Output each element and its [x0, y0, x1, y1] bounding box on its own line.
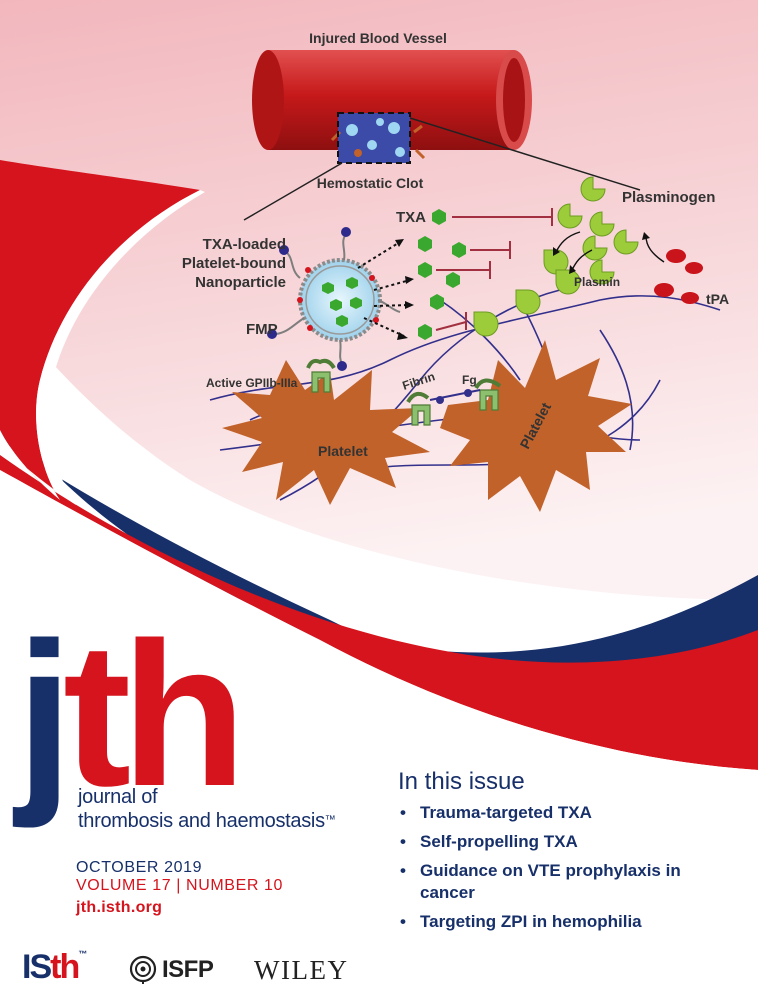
nanoparticle-label-1: TXA-loaded — [203, 236, 286, 253]
journal-trademark: ™ — [324, 814, 336, 826]
clot-label: Hemostatic Clot — [317, 175, 424, 191]
journal-name-line2: thrombosis and haemostasis — [78, 810, 325, 832]
txa-label: TXA — [396, 209, 426, 226]
isth-trademark: ™ — [78, 949, 88, 959]
contents-item[interactable]: •Trauma-targeted TXA — [400, 803, 592, 822]
platelet-left — [222, 360, 430, 505]
isth-logo-is: IS — [22, 948, 52, 986]
red-swoosh-upper — [0, 160, 200, 500]
hemostatic-clot-inset — [330, 112, 426, 164]
jth-logo-th: th — [62, 600, 246, 829]
blood-vessel — [252, 50, 532, 150]
issue-date: OCTOBER 2019 — [76, 859, 203, 876]
journal-name: journal of thrombosis and haemostasis™ — [78, 785, 336, 833]
nanoparticle-label-2: Platelet-bound — [182, 255, 286, 272]
fg-label: Fg — [462, 373, 477, 387]
jth-logo-j: j — [16, 600, 73, 829]
contents-item[interactable]: •Targeting ZPI in hemophilia — [400, 912, 642, 931]
issue-volume: VOLUME 17 | NUMBER 10 — [76, 877, 284, 894]
fmp-label: FMP — [246, 321, 278, 338]
vessel-title: Injured Blood Vessel — [309, 30, 447, 46]
gp-receptors — [306, 358, 502, 426]
contents-item[interactable]: •Self-propelling TXA — [400, 832, 578, 851]
platelet-right — [440, 340, 632, 512]
jth-logo: jth — [16, 612, 246, 817]
contents-heading: In this issue — [398, 768, 525, 795]
red-swoosh-lower — [0, 455, 758, 770]
wiley-logo: WILEY — [254, 955, 349, 985]
plasmin-label: Plasmin — [574, 275, 620, 289]
tpa-molecules — [654, 249, 703, 304]
isfp-emblem-icon — [129, 955, 157, 984]
plasminogen-label: Plasminogen — [622, 189, 715, 206]
nanoparticle — [267, 227, 401, 371]
contents-list: •Trauma-targeted TXA •Self-propelling TX… — [398, 802, 718, 940]
gp-label: Active GPIIb-IIIa — [206, 376, 298, 390]
white-gap-lower — [0, 470, 758, 1000]
platelet-label-left: Platelet — [318, 443, 368, 459]
tpa-label: tPA — [706, 291, 729, 307]
nanoparticle-label-3: Nanoparticle — [195, 274, 286, 291]
txa-molecules — [418, 209, 466, 340]
plasminogen-molecules — [473, 176, 639, 337]
isth-logo-th: th — [50, 948, 80, 986]
journal-name-line1: journal of — [78, 786, 158, 808]
contents-item[interactable]: •Guidance on VTE prophylaxis in cancer — [400, 861, 681, 902]
isfp-logo: ISFP — [162, 956, 214, 983]
isth-logo: ISth™ — [22, 948, 88, 986]
journal-website[interactable]: jth.isth.org — [76, 899, 163, 916]
